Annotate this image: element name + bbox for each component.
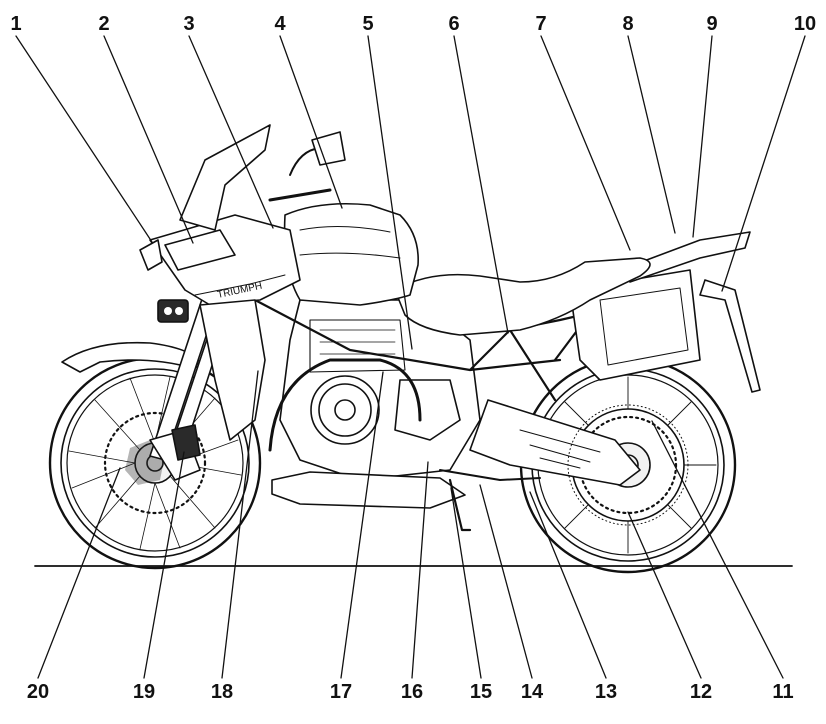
seat bbox=[394, 257, 651, 336]
rear-brake-disc bbox=[567, 404, 689, 526]
windscreen bbox=[179, 124, 271, 231]
leader-lines bbox=[15, 35, 806, 679]
exhaust-pipe bbox=[439, 469, 541, 481]
front-turn-indicator bbox=[139, 239, 163, 271]
headlight bbox=[157, 229, 236, 323]
radiator-panel bbox=[199, 299, 266, 441]
front-brake-caliper bbox=[171, 424, 201, 461]
luggage-rack bbox=[619, 231, 751, 283]
front-fairing: TRIUMPH bbox=[149, 214, 301, 306]
bash-plate bbox=[271, 471, 466, 509]
crash-bar bbox=[268, 358, 422, 452]
mirror bbox=[268, 131, 346, 202]
rear-hugger bbox=[699, 279, 761, 393]
pannier bbox=[569, 269, 701, 381]
side-stand bbox=[448, 478, 472, 532]
swingarm bbox=[469, 399, 641, 486]
